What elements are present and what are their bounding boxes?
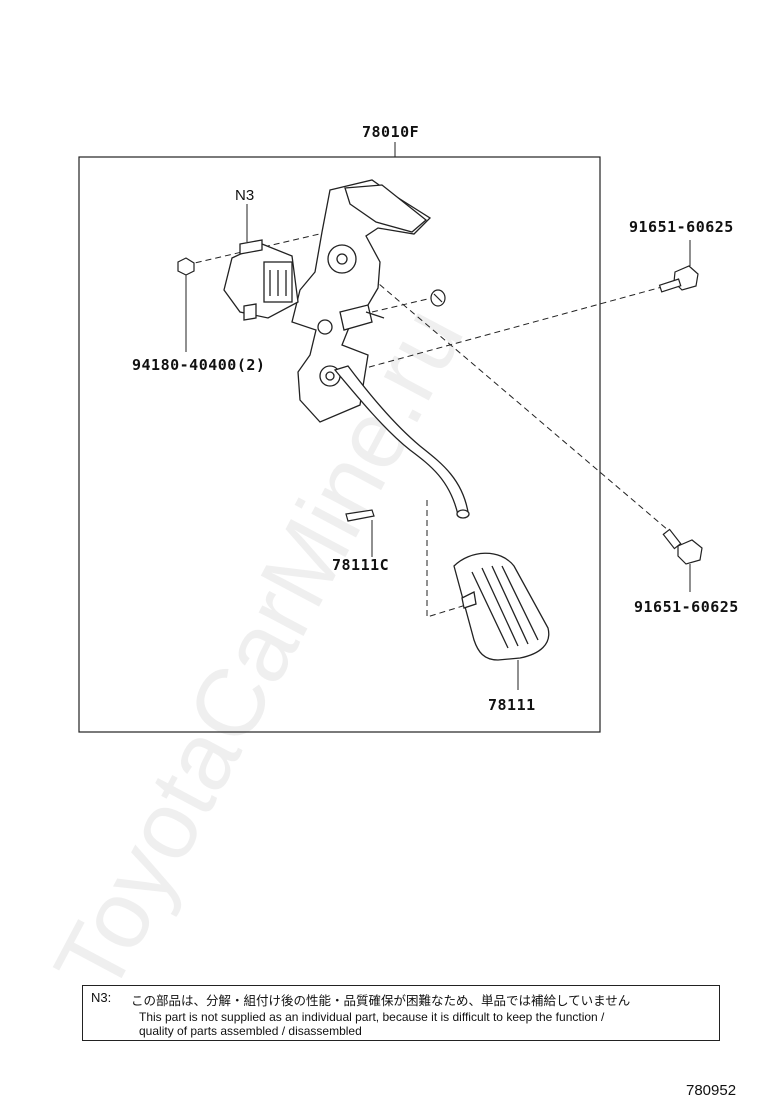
figure-number: 780952 xyxy=(686,1082,737,1099)
pedal-pad-part-number: 78111 xyxy=(488,696,536,714)
clip-part xyxy=(430,289,446,307)
assembly-guide-lines xyxy=(185,231,669,618)
pedal-rod xyxy=(333,365,470,519)
bolt-lower-part xyxy=(662,528,703,565)
assembly-frame xyxy=(78,156,601,733)
note-key: N3: xyxy=(91,990,112,1005)
nut-part xyxy=(177,257,195,276)
nut-part-number: 94180-40400(2) xyxy=(132,356,265,374)
note-english-line1: This part is not supplied as an individu… xyxy=(139,1010,605,1024)
throttle-sensor xyxy=(223,239,299,321)
pin-part-number: 78111C xyxy=(332,556,389,574)
pedal-pad-part xyxy=(453,552,550,661)
sensor-note-label: N3 xyxy=(235,187,254,204)
bolt-lower-part-number: 91651-60625 xyxy=(634,598,739,616)
watermark-text: ToyotaCarMine.ru xyxy=(34,291,484,1010)
bolt-upper-part-number: 91651-60625 xyxy=(629,218,734,236)
note-english-line2: quality of parts assembled / disassemble… xyxy=(139,1024,362,1038)
pin-part xyxy=(345,509,375,522)
note-box: N3: この部品は、分解・組付け後の性能・品質確保が困難なため、単品では補給して… xyxy=(82,985,720,1041)
pedal-bracket xyxy=(291,179,432,423)
note-japanese: この部品は、分解・組付け後の性能・品質確保が困難なため、単品では補給していません xyxy=(131,993,631,1008)
assembly-part-number: 78010F xyxy=(362,123,419,141)
bolt-upper-part xyxy=(658,265,699,293)
